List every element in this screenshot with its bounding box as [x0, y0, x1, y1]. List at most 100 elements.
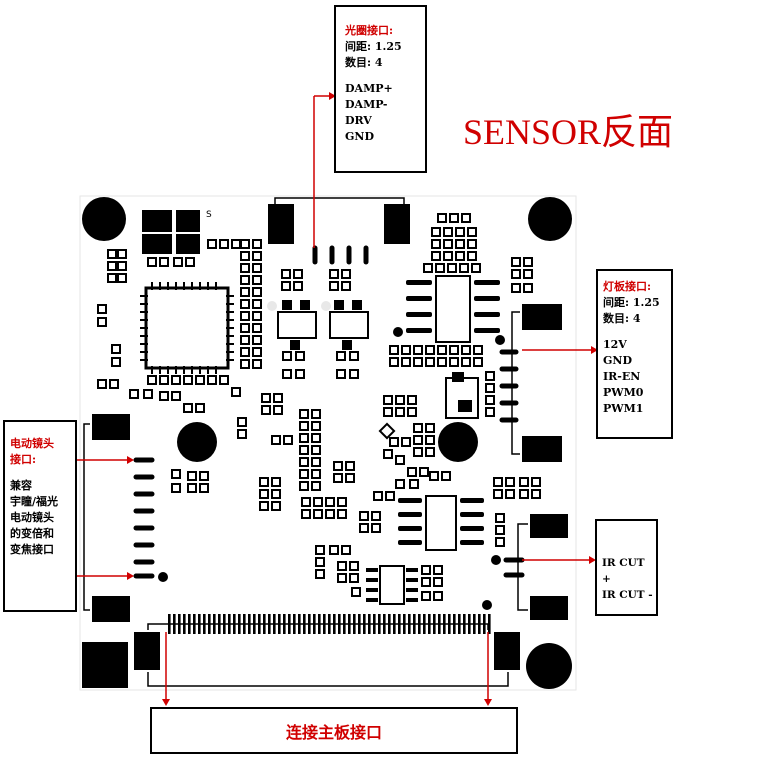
mainboard-connector [82, 600, 520, 688]
lightboard-pin: PWM0 [603, 386, 644, 399]
fpc-pin [213, 614, 216, 634]
fpc-pin [263, 614, 266, 634]
fpc-pin [273, 614, 276, 634]
fpc-pin [478, 614, 481, 634]
fpc-pin [238, 614, 241, 634]
lens-interface-label: 电动镜头 接口: 兼容 宇瞳/福光 电动镜头 的变倍和 变焦接口 [3, 420, 77, 612]
fpc-pin [203, 614, 206, 634]
fpc-pin [208, 614, 211, 634]
fpc-pin [403, 614, 406, 634]
fpc-pin [308, 614, 311, 634]
fpc-pin [233, 614, 236, 634]
fpc-pin [358, 614, 361, 634]
diamond-component [378, 422, 396, 440]
mainboard-interface-label: 连接主板接口 [150, 707, 518, 754]
lightboard-title: 灯板接口: [603, 280, 652, 293]
fpc-pin [368, 614, 371, 634]
fpc-pin [303, 614, 306, 634]
fpc-pin [413, 614, 416, 634]
fpc-pin [243, 614, 246, 634]
pcb-outline [79, 195, 577, 691]
fpc-pin [178, 614, 181, 634]
fpc-pin [313, 614, 316, 634]
lightboard-interface-label: 灯板接口: 间距: 1.25 数目: 4 12V GND IR-EN PWM0 … [596, 269, 673, 439]
fpc-pin [458, 614, 461, 634]
fpc-pin [383, 614, 386, 634]
lens-title: 电动镜头 [10, 437, 54, 450]
ircut-interface-label: IR CUT + IR CUT - [595, 519, 658, 616]
aperture-pin: DAMP+ [345, 82, 393, 95]
fpc-pin [373, 614, 376, 634]
fpc-pin [228, 614, 231, 634]
fpc-pin [348, 614, 351, 634]
lens-title: 接口: [10, 453, 37, 466]
fpc-pin [268, 614, 271, 634]
aperture-pin: DAMP- [345, 98, 388, 111]
lens-desc: 兼容 [10, 479, 32, 492]
lightboard-pitch: 间距: 1.25 [603, 296, 660, 309]
lightboard-pin: GND [603, 354, 632, 367]
fpc-pin [293, 614, 296, 634]
lens-desc: 宇瞳/福光 [10, 495, 59, 508]
fpc-pin [248, 614, 251, 634]
fpc-pin [193, 614, 196, 634]
svg-text:S: S [206, 210, 212, 220]
fpc-pin [488, 614, 491, 634]
aperture-pin: DRV [345, 114, 372, 127]
ircut-pin: IR CUT + [602, 557, 645, 585]
lightboard-connector [445, 304, 562, 462]
fpc-pin [333, 614, 336, 634]
aperture-interface-label: 光圈接口: 间距: 1.25 数目: 4 DAMP+ DAMP- DRV GND [334, 5, 427, 173]
mounting-holes [82, 197, 572, 689]
fpc-pin [323, 614, 326, 634]
fpc-pin [188, 614, 191, 634]
qfn-chip [140, 282, 234, 374]
fpc-pin [183, 614, 186, 634]
fpc-pin [483, 614, 486, 634]
fpc-pin [283, 614, 286, 634]
aperture-connector [268, 197, 410, 265]
fpc-pin [328, 614, 331, 634]
fpc-pin [343, 614, 346, 634]
fpc-pin [423, 614, 426, 634]
ircut-pin: IR CUT - [602, 589, 653, 601]
soic-chip-top [393, 275, 500, 343]
lens-connector [83, 414, 168, 622]
power-pads [142, 210, 200, 254]
aperture-title: 光圈接口: [345, 24, 394, 37]
mainboard-label: 连接主板接口 [285, 722, 382, 742]
fpc-pin [298, 614, 301, 634]
fpc-pin [353, 614, 356, 634]
fpc-pin [173, 614, 176, 634]
fpc-pin [318, 614, 321, 634]
fpc-pin [258, 614, 261, 634]
fpc-pin [168, 614, 171, 634]
lens-desc: 电动镜头 [10, 511, 54, 524]
fpc-pin [278, 614, 281, 634]
aperture-pitch: 间距: 1.25 [345, 40, 402, 53]
fpc-pin [378, 614, 381, 634]
fpc-pin [288, 614, 291, 634]
callout-leaders [76, 92, 598, 706]
fpc-pins [168, 614, 491, 634]
lightboard-pin: PWM1 [603, 402, 644, 415]
soic-chip-mid [398, 495, 484, 551]
fpc-pin [363, 614, 366, 634]
passive-components [97, 213, 541, 601]
fpc-pin [438, 614, 441, 634]
fpc-pin [223, 614, 226, 634]
lightboard-pin: IR-EN [603, 370, 641, 383]
fpc-pin [433, 614, 436, 634]
fpc-pin [428, 614, 431, 634]
fpc-pin [253, 614, 256, 634]
fpc-pin [468, 614, 471, 634]
fpc-pin [463, 614, 466, 634]
transistors [267, 300, 369, 350]
aperture-count: 数目: 4 [345, 56, 383, 69]
fpc-pin [443, 614, 446, 634]
fpc-pin [218, 614, 221, 634]
lens-desc: 的变倍和 [10, 527, 54, 540]
lightboard-count: 数目: 4 [603, 312, 641, 325]
fpc-pin [338, 614, 341, 634]
